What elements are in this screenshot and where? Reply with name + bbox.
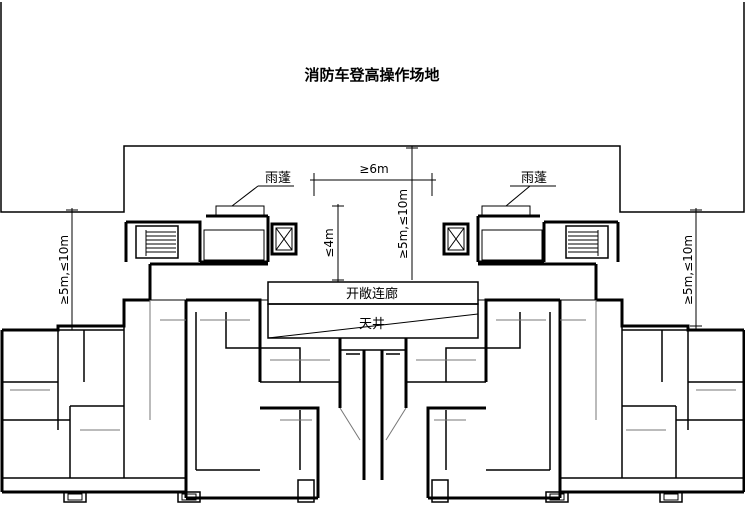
light-well-label: 天井	[359, 317, 385, 332]
canopy-left-label: 雨蓬	[265, 171, 291, 186]
stair-right-icon	[568, 230, 599, 256]
unit-left	[0, 298, 188, 503]
canopy-right-label: 雨蓬	[521, 171, 547, 186]
dim-mid-right-label: ≥5m,≤10m	[396, 189, 410, 259]
dim-outer-left-label: ≥5m,≤10m	[57, 235, 71, 305]
dim-outer-left: ≥5m,≤10m	[57, 208, 78, 330]
fire-operation-area	[0, 2, 745, 213]
dim-mid-left: ≤4m	[322, 204, 344, 282]
open-corridor-label: 开敞连廊	[346, 286, 398, 302]
dim-outer-right: ≥5m,≤10m	[681, 208, 702, 330]
core-left	[124, 214, 298, 264]
elevator-right-icon	[447, 227, 465, 251]
dim-gap-top: ≥6m	[310, 162, 436, 196]
dim-mid-left-label: ≤4m	[322, 228, 336, 257]
canopy-right: 雨蓬	[481, 171, 556, 217]
dim-gap-top-label: ≥6m	[359, 162, 388, 176]
stair-left-icon	[145, 230, 176, 256]
dim-mid-right: ≥5m,≤10m	[396, 146, 418, 280]
unit-right-inner	[406, 298, 569, 503]
dim-outer-right-label: ≥5m,≤10m	[681, 235, 695, 305]
unit-center	[338, 338, 408, 480]
unit-right	[558, 298, 745, 503]
site-title: 消防车登高操作场地	[304, 66, 439, 84]
elevator-left-icon	[275, 227, 293, 251]
core-right	[442, 214, 620, 264]
unit-left-inner	[177, 298, 341, 503]
canopy-left: 雨蓬	[215, 171, 294, 217]
